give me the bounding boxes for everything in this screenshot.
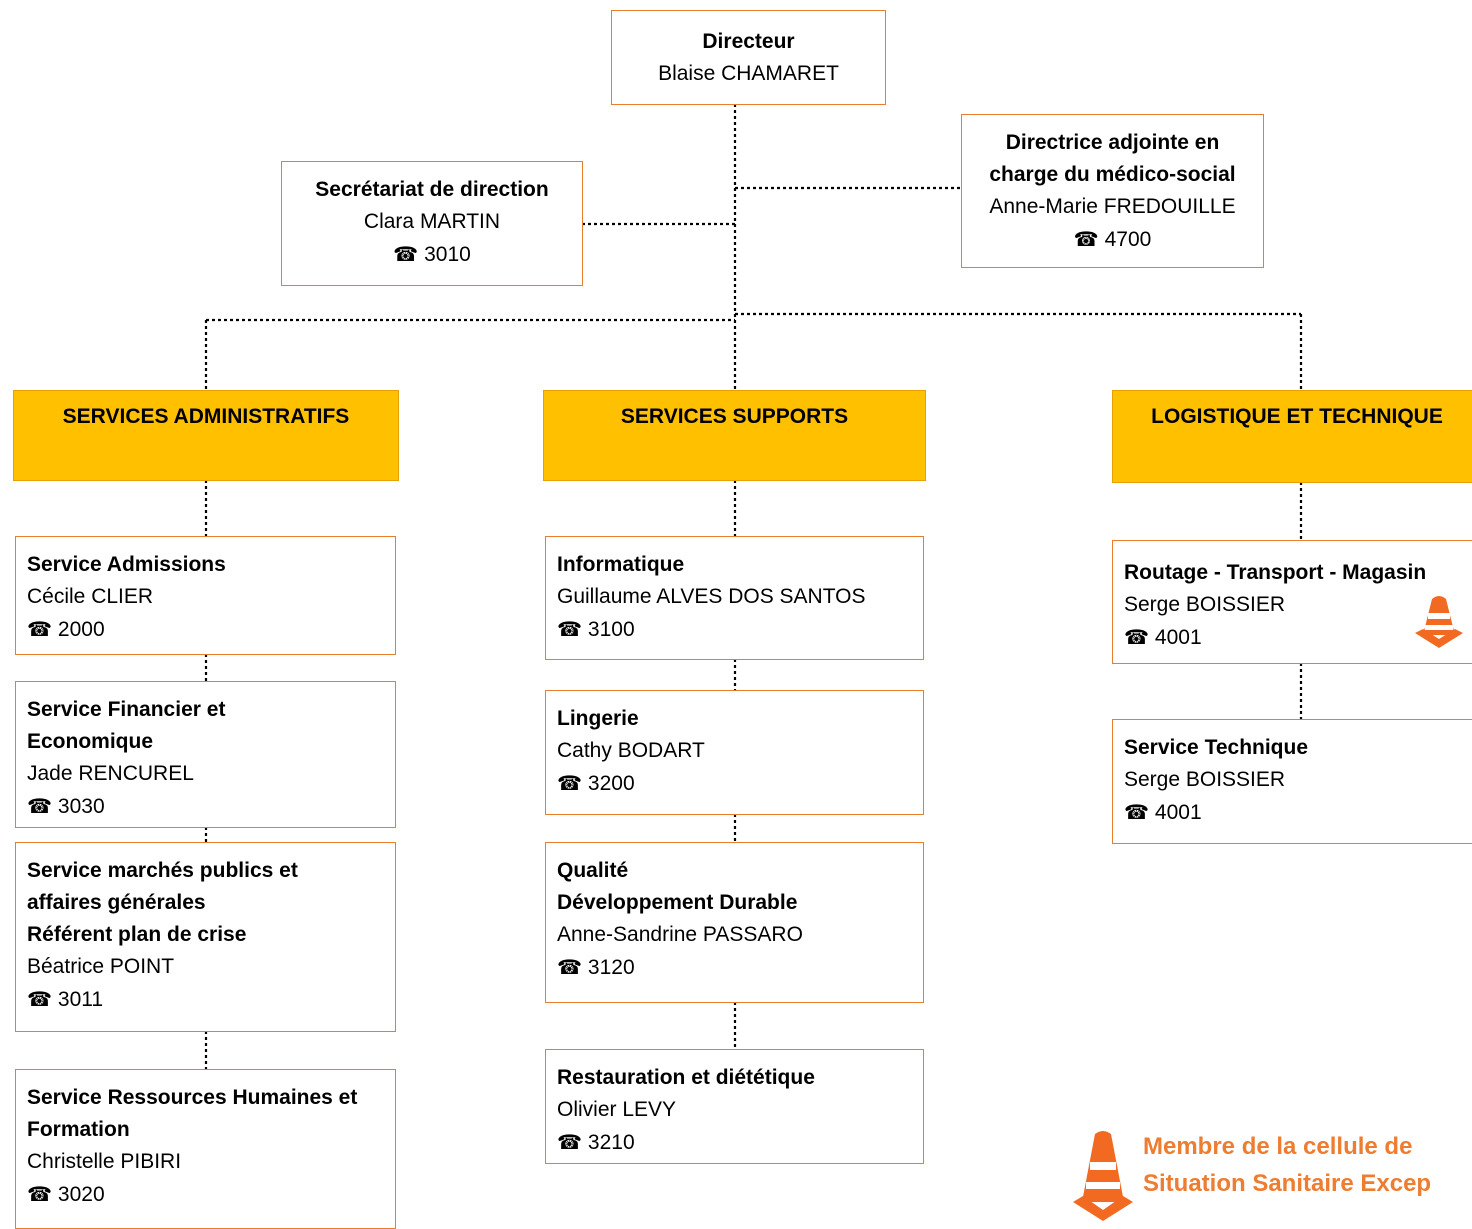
service-title-line1: Service marchés publics et bbox=[27, 859, 298, 882]
service-lingerie-box: Lingerie Cathy BODART ☎3200 bbox=[545, 690, 924, 815]
phone-number: 3020 bbox=[57, 1183, 105, 1206]
service-title: Routage - Transport - Magasin bbox=[1124, 561, 1427, 584]
service-restauration-box: Restauration et diététique Olivier LEVY … bbox=[545, 1049, 924, 1164]
service-person: Serge BOISSIER bbox=[1124, 593, 1286, 616]
service-person: Guillaume ALVES DOS SANTOS bbox=[557, 585, 866, 608]
deputy-phone-number: 4700 bbox=[1104, 228, 1152, 251]
legend-line1: Membre de la cellule de bbox=[1143, 1133, 1413, 1160]
service-title: Service Technique bbox=[1124, 736, 1309, 759]
telephone-icon: ☎ bbox=[557, 955, 582, 979]
service-person: Cathy BODART bbox=[557, 739, 705, 762]
service-title-line3: Référent plan de crise bbox=[27, 923, 247, 946]
deputy-phone: ☎4700 bbox=[962, 223, 1263, 256]
phone-number: 3120 bbox=[587, 956, 635, 979]
telephone-icon: ☎ bbox=[1124, 625, 1149, 649]
telephone-icon: ☎ bbox=[27, 987, 52, 1011]
phone-number: 2000 bbox=[57, 618, 105, 641]
category-services-administratifs: SERVICES ADMINISTRATIFS bbox=[13, 390, 399, 481]
service-person: Cécile CLIER bbox=[27, 585, 154, 608]
telephone-icon: ☎ bbox=[27, 794, 52, 818]
secretariat-box: Secrétariat de direction Clara MARTIN ☎3… bbox=[281, 161, 583, 286]
service-title-line2: Economique bbox=[27, 730, 154, 753]
service-title: Lingerie bbox=[557, 707, 639, 730]
service-phone: ☎3210 bbox=[557, 1126, 913, 1159]
secretariat-name: Clara MARTIN bbox=[363, 210, 501, 233]
service-admissions-box: Service Admissions Cécile CLIER ☎2000 bbox=[15, 536, 396, 655]
service-person: Jade RENCUREL bbox=[27, 762, 194, 785]
service-person: Serge BOISSIER bbox=[1124, 768, 1286, 791]
service-title-line1: Qualité bbox=[557, 859, 629, 882]
service-phone: ☎3020 bbox=[27, 1178, 385, 1211]
service-marches-publics-box: Service marchés publics et affaires géné… bbox=[15, 842, 396, 1032]
category-services-supports: SERVICES SUPPORTS bbox=[543, 390, 926, 481]
service-title-line1: Service Ressources Humaines et bbox=[27, 1086, 358, 1109]
service-qualite-box: Qualité Développement Durable Anne-Sandr… bbox=[545, 842, 924, 1003]
deputy-title-line1: Directrice adjointe en bbox=[1005, 131, 1220, 154]
secretariat-title: Secrétariat de direction bbox=[315, 178, 549, 201]
service-phone: ☎3030 bbox=[27, 790, 385, 823]
legend-line2: Situation Sanitaire Excep bbox=[1143, 1170, 1432, 1197]
service-title: Service Admissions bbox=[27, 553, 226, 576]
service-person: Christelle PIBIRI bbox=[27, 1150, 182, 1173]
service-technique-box: Service Technique Serge BOISSIER ☎4001 bbox=[1112, 719, 1472, 844]
service-phone: ☎4001 bbox=[1124, 796, 1471, 829]
telephone-icon: ☎ bbox=[557, 1130, 582, 1154]
service-title: Restauration et diététique bbox=[557, 1066, 815, 1089]
deputy-title-line2: charge du médico-social bbox=[989, 163, 1236, 186]
traffic-cone-icon bbox=[1415, 596, 1463, 648]
service-person: Olivier LEVY bbox=[557, 1098, 677, 1121]
service-title-line2: affaires générales bbox=[27, 891, 206, 914]
telephone-icon: ☎ bbox=[1124, 800, 1149, 824]
service-ressources-humaines-box: Service Ressources Humaines et Formation… bbox=[15, 1069, 396, 1229]
service-title-line1: Service Financier et bbox=[27, 698, 226, 721]
service-title: Informatique bbox=[557, 553, 685, 576]
service-person: Anne-Sandrine PASSARO bbox=[557, 923, 803, 946]
service-phone: ☎3100 bbox=[557, 613, 913, 646]
service-financier-box: Service Financier et Economique Jade REN… bbox=[15, 681, 396, 828]
phone-number: 3100 bbox=[587, 618, 635, 641]
phone-number: 3011 bbox=[57, 988, 104, 1011]
telephone-icon: ☎ bbox=[557, 617, 582, 641]
telephone-icon: ☎ bbox=[1073, 227, 1099, 251]
phone-number: 3030 bbox=[57, 795, 105, 818]
service-phone: ☎2000 bbox=[27, 613, 385, 646]
traffic-cone-icon bbox=[1073, 1131, 1133, 1221]
service-informatique-box: Informatique Guillaume ALVES DOS SANTOS … bbox=[545, 536, 924, 660]
service-phone: ☎4001 bbox=[1124, 621, 1471, 654]
service-routage-box: Routage - Transport - Magasin Serge BOIS… bbox=[1112, 540, 1472, 664]
telephone-icon: ☎ bbox=[27, 1182, 52, 1206]
service-title-line2: Développement Durable bbox=[557, 891, 798, 914]
legend-text: Membre de la cellule de Situation Sanita… bbox=[1143, 1128, 1431, 1202]
phone-number: 4001 bbox=[1154, 626, 1202, 649]
telephone-icon: ☎ bbox=[557, 771, 582, 795]
service-person: Béatrice POINT bbox=[27, 955, 175, 978]
secretariat-phone-number: 3010 bbox=[424, 243, 471, 266]
deputy-name: Anne-Marie FREDOUILLE bbox=[989, 195, 1236, 218]
secretariat-phone: ☎3010 bbox=[282, 238, 582, 271]
phone-number: 4001 bbox=[1154, 801, 1202, 824]
phone-number: 3200 bbox=[587, 772, 635, 795]
director-box: Directeur Blaise CHAMARET bbox=[611, 10, 886, 105]
service-title-line2: Formation bbox=[27, 1118, 130, 1141]
category-logistique-technique: LOGISTIQUE ET TECHNIQUE bbox=[1112, 390, 1472, 483]
deputy-director-box: Directrice adjointe en charge du médico-… bbox=[961, 114, 1264, 268]
director-title: Directeur bbox=[702, 30, 795, 53]
telephone-icon: ☎ bbox=[393, 242, 419, 266]
service-phone: ☎3011 bbox=[27, 983, 385, 1016]
director-name: Blaise CHAMARET bbox=[658, 62, 839, 85]
phone-number: 3210 bbox=[587, 1131, 635, 1154]
service-phone: ☎3200 bbox=[557, 767, 913, 800]
service-phone: ☎3120 bbox=[557, 951, 913, 984]
telephone-icon: ☎ bbox=[27, 617, 52, 641]
